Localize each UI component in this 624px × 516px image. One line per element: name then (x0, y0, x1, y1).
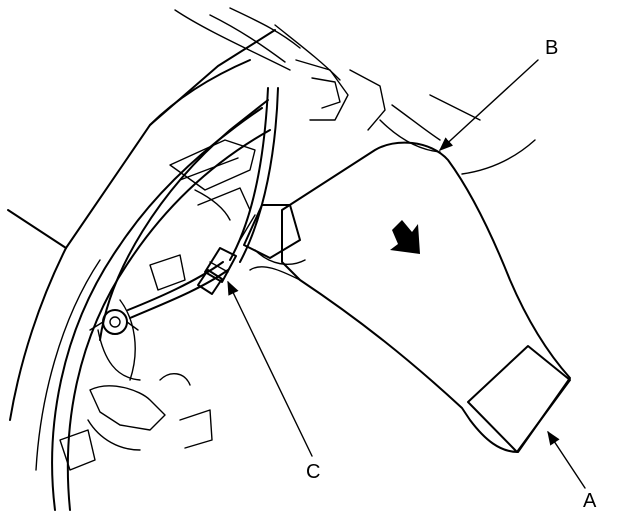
callout-label-b: B (545, 37, 558, 59)
leader-a (547, 430, 586, 489)
cover-panel-b (249, 141, 571, 453)
callout-leaders (227, 59, 586, 489)
leader-b (438, 59, 539, 151)
socket-bulb (89, 309, 139, 335)
leader-c (227, 280, 313, 457)
connector-c (197, 247, 237, 295)
direction-arrow (390, 220, 420, 254)
callout-label-a: A (583, 490, 597, 512)
callout-label-c: C (306, 461, 320, 483)
mounting-bracket (239, 204, 306, 266)
vehicle-body-frame (7, 7, 536, 511)
